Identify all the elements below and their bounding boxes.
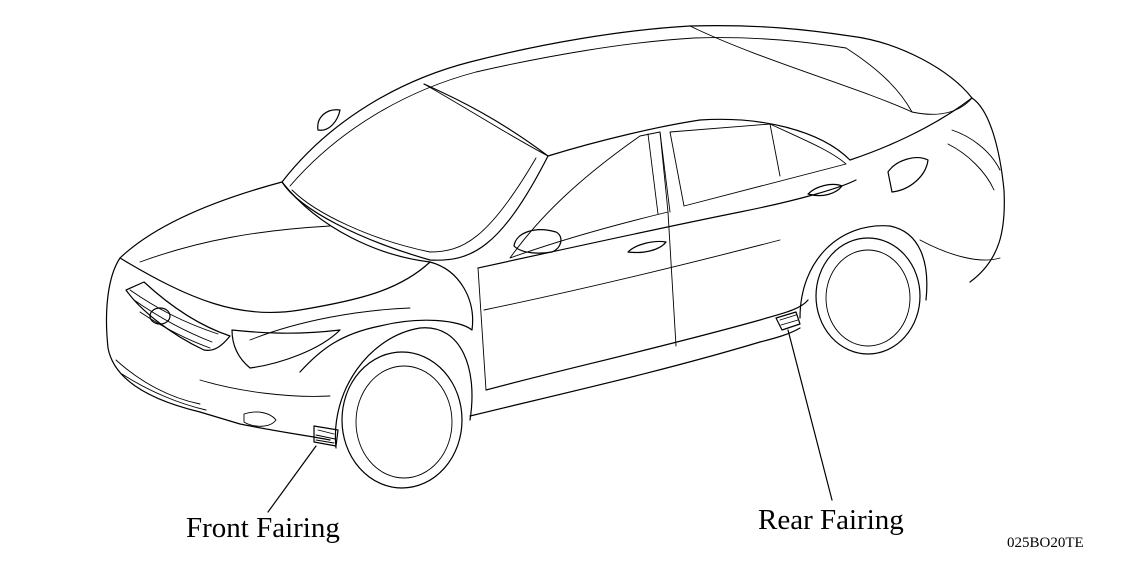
front-fairing-label: Front Fairing bbox=[186, 512, 340, 544]
belt-line bbox=[477, 179, 857, 269]
front-wheel bbox=[341, 351, 463, 489]
grille bbox=[125, 281, 231, 351]
front-fairing-part bbox=[313, 425, 339, 447]
front-fender bbox=[299, 261, 474, 373]
front-door-window bbox=[509, 131, 669, 259]
roof-inner bbox=[289, 37, 847, 187]
a-pillar bbox=[547, 118, 851, 161]
rear-wheel-rim bbox=[825, 249, 911, 347]
door-line bbox=[667, 211, 677, 347]
door-mirror bbox=[513, 229, 562, 254]
windshield bbox=[281, 83, 549, 261]
rear-window bbox=[689, 25, 973, 115]
rear-wheel-arch bbox=[799, 225, 928, 319]
hood bbox=[119, 181, 431, 314]
front-leader-line bbox=[267, 445, 317, 513]
left-mirror bbox=[317, 109, 341, 131]
body-side-line bbox=[483, 239, 781, 311]
rear-window-lower bbox=[845, 47, 913, 113]
rear-quarter bbox=[849, 97, 1005, 283]
front-wheel-arch bbox=[334, 327, 473, 449]
roof-outline bbox=[281, 25, 973, 183]
brand-emblem bbox=[149, 307, 171, 325]
rear-bumper bbox=[919, 239, 1001, 261]
fender-line bbox=[249, 307, 411, 341]
c-pillar-line bbox=[769, 123, 781, 177]
lower-grille bbox=[115, 359, 207, 411]
bumper-line bbox=[199, 379, 331, 397]
front-wheel-rim bbox=[355, 365, 453, 479]
rocker-top bbox=[485, 299, 809, 391]
fuel-door bbox=[887, 157, 929, 193]
hood-crease bbox=[139, 225, 331, 263]
front-door-edge bbox=[477, 267, 487, 391]
rear-fairing-hatch bbox=[779, 314, 799, 326]
windshield-top bbox=[423, 83, 549, 157]
front-fairing-hatch bbox=[315, 429, 336, 444]
rear-fairing-part bbox=[775, 311, 801, 331]
windshield-inner bbox=[291, 157, 537, 253]
rear-wheel bbox=[815, 237, 921, 355]
b-pillar bbox=[647, 131, 671, 215]
front-door-handle bbox=[627, 240, 667, 254]
grille-slats bbox=[129, 289, 219, 349]
rear-door-window bbox=[669, 123, 847, 207]
illustration-code: 025BO20TE bbox=[1007, 535, 1084, 551]
fog-light bbox=[243, 411, 277, 427]
taillight bbox=[947, 129, 1001, 191]
rear-leader-line bbox=[787, 329, 833, 501]
headlight bbox=[231, 329, 341, 369]
front-outline bbox=[105, 257, 331, 441]
rear-door-handle bbox=[807, 183, 843, 197]
rocker-bottom bbox=[469, 327, 801, 417]
rear-fairing-label: Rear Fairing bbox=[758, 504, 904, 536]
